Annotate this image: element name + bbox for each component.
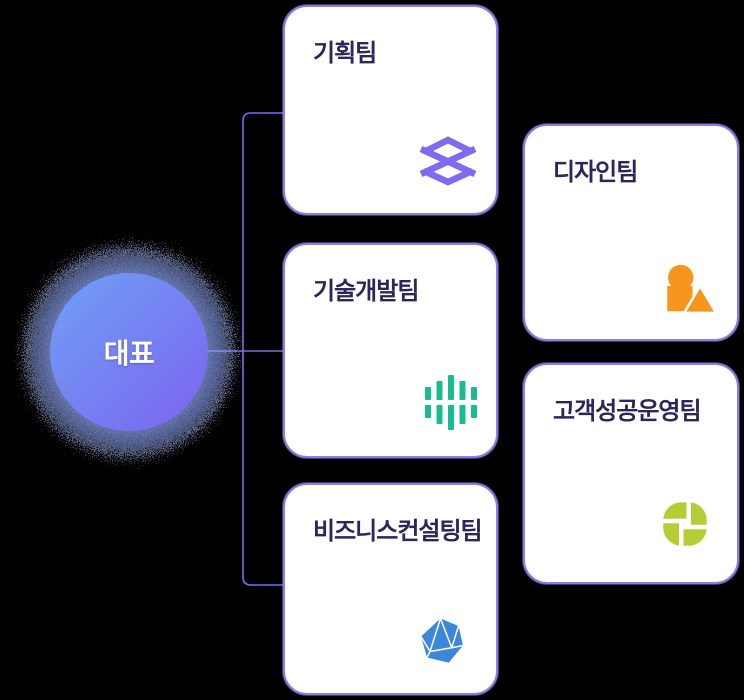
ceo-node-dashed-ring: [38, 261, 220, 443]
ceo-node-graphic: [23, 246, 235, 458]
ceo-node: 대표: [0, 212, 269, 492]
team-name: 기술개발팀: [313, 278, 419, 305]
pinwheel-icon: [661, 500, 709, 548]
team-card-planning: 기획팀: [283, 5, 498, 215]
weave-hexagon-icon: [418, 135, 478, 187]
team-card-customer-success: 고객성공운영팀: [523, 363, 739, 584]
ceo-label: 대표: [103, 338, 155, 369]
team-name: 디자인팀: [553, 159, 638, 186]
ceo-node-core: [50, 273, 208, 431]
team-name: 기획팀: [313, 40, 377, 67]
team-name: 고객성공운영팀: [553, 398, 702, 425]
team-card-business-consulting: 비즈니스컨설팅팀: [283, 483, 498, 695]
circle-square-triangle-icon: [663, 264, 719, 318]
faceted-polyhedron-icon: [418, 617, 466, 665]
equalizer-circle-icon: [425, 374, 477, 432]
team-card-tech-development: 기술개발팀: [283, 243, 498, 458]
team-card-design: 디자인팀: [523, 124, 739, 341]
team-name: 비즈니스컨설팅팀: [313, 518, 483, 545]
